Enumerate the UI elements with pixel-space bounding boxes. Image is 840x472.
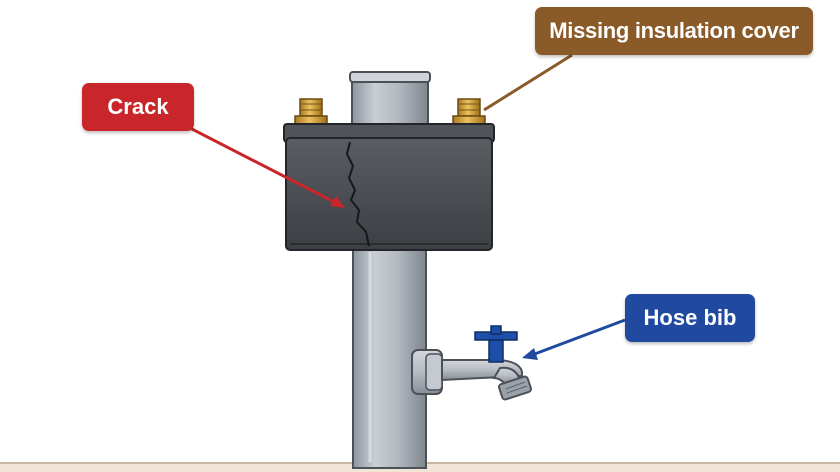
valve-housing [283, 123, 495, 251]
crack-mark [345, 141, 370, 247]
missing-insulation-callout: Missing insulation cover [535, 7, 813, 55]
hose-bib-callout: Hose bib [625, 294, 755, 342]
crack-callout: Crack [82, 83, 194, 131]
leader-hose-bib [522, 318, 626, 360]
leader-crack [189, 126, 345, 208]
leader-missing-insulation [483, 53, 573, 112]
hose-bib [411, 325, 532, 401]
